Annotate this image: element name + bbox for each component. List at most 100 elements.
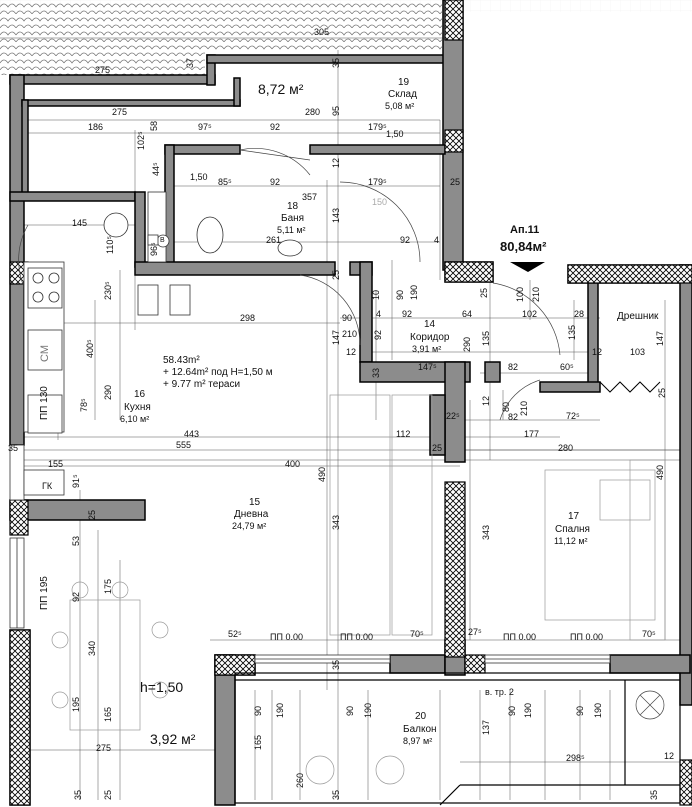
windows: [9, 444, 611, 664]
dimension-label: 343: [481, 524, 491, 540]
room-number: 18: [287, 201, 299, 212]
dimension-label: 400: [285, 459, 301, 469]
gk-label: ГК: [42, 481, 53, 491]
wall-balcony-right: [609, 654, 691, 674]
dimension-label: 95: [331, 105, 341, 116]
wall-kitchen-right: [359, 261, 373, 363]
dimension-label: 92: [400, 235, 411, 245]
dimension-label: 112: [396, 429, 411, 439]
dimension-label: 190: [409, 284, 419, 300]
wall-mid-left: [9, 499, 146, 521]
window: [9, 444, 25, 501]
room-name: Кухня: [124, 402, 151, 413]
dimension-label: 25: [87, 509, 97, 520]
summary-line: 58.43m²: [163, 355, 200, 366]
dimension-label: 210: [342, 329, 358, 339]
furniture: [51, 394, 666, 785]
bed-pillows: [599, 479, 651, 521]
dimension-label: 37: [185, 57, 195, 68]
door-arc: [499, 379, 541, 421]
wardrobe-door: [599, 381, 661, 393]
wall-corridor-right: [484, 361, 501, 383]
dimension-label: 298: [240, 313, 256, 323]
dimension-label: 90: [575, 705, 585, 716]
dimension-label: 340: [87, 640, 97, 656]
plant-icon: [635, 690, 665, 720]
sink-kitchen: [27, 394, 63, 434]
dimension-label: 12: [346, 347, 357, 357]
dimension-label: 90: [253, 705, 263, 716]
apartment-area: 80,84м²: [500, 239, 547, 254]
dimension-label: 298⁵: [566, 753, 585, 763]
room-area: 24,79 м²: [232, 521, 267, 531]
dimension-label: 28: [574, 309, 585, 319]
dimension-label: 35: [649, 789, 659, 800]
dimension-label: 82: [508, 362, 519, 372]
dimension-label: 155: [48, 459, 64, 469]
dimension-label: 195: [71, 696, 81, 712]
dimension-label: 44⁵: [151, 162, 161, 176]
wall-balcony-mid: [389, 654, 446, 674]
column: [444, 481, 466, 658]
window-sill-label: ПП 0.00: [270, 632, 303, 642]
dimension-label: 165: [103, 706, 113, 722]
wall-bath-bottom: [134, 261, 336, 276]
window-sill-label: ПП 0.00: [503, 632, 536, 642]
wall-balcony-left: [214, 654, 236, 806]
column: [9, 629, 31, 806]
area-label: 8,72 м²: [258, 81, 304, 97]
dimension-label: 92: [373, 329, 383, 340]
dimension-label: 490: [655, 464, 665, 480]
dimension-label: 27⁵: [468, 627, 482, 637]
room-number: 14: [424, 319, 436, 330]
wall-corridor-right2: [539, 381, 601, 393]
dimension-label: 1,50: [386, 129, 404, 139]
dimension-label: 91⁵: [71, 474, 81, 488]
wall-bath-top-right: [309, 144, 446, 155]
dimension-label: 100: [515, 286, 525, 302]
dimension-label: 12: [481, 395, 491, 406]
doors: [18, 148, 561, 421]
dimension-label: 165: [253, 734, 263, 750]
room-area: 6,10 м²: [120, 414, 150, 424]
apartment-name: Ап.11: [510, 224, 540, 236]
column: [214, 654, 256, 676]
dimension-label: 137: [481, 719, 491, 735]
dimension-label: 290: [462, 336, 472, 352]
dimension-label: 103: [630, 347, 646, 357]
dining-table: [69, 599, 141, 731]
dimension-label: 177: [524, 429, 540, 439]
washer-label: СМ: [39, 345, 51, 362]
kitchen-fixtures: [23, 261, 191, 496]
dimension-label: 135: [481, 330, 491, 346]
dimension-label: 261: [266, 235, 282, 245]
dimension-label: 72⁵: [566, 411, 580, 421]
dimension-label: 33: [371, 367, 381, 378]
walls: [9, 0, 692, 806]
dimension-label: 25: [450, 177, 461, 187]
dimension-label: 4: [434, 235, 440, 245]
wall-living-stub: [429, 394, 446, 456]
dimension-label: 210: [531, 286, 541, 302]
room-area: 8,97 м²: [403, 736, 433, 746]
balcony-chair: [305, 755, 335, 785]
dimension-label: 12: [331, 157, 341, 168]
dimension-label: 490: [317, 466, 327, 482]
column: [567, 264, 692, 284]
room-name: Дрешник: [617, 311, 659, 322]
column: [444, 261, 494, 283]
dimension-label: 110⁵: [105, 235, 115, 254]
dimension-label: 102⁵: [136, 131, 146, 150]
height-note: h=1,50: [140, 679, 184, 695]
door-arc: [239, 148, 311, 176]
wall-corridor-low: [359, 361, 471, 383]
dimension-label: 70⁵: [410, 629, 424, 639]
wall-bath-inner: [134, 191, 146, 268]
dimension-label: 290: [103, 384, 113, 400]
dimension-label: 280: [305, 107, 321, 117]
room-number: 16: [134, 389, 146, 400]
dimension-label: 25: [103, 789, 113, 800]
washer: [27, 329, 63, 371]
dimension-label: 150: [372, 197, 388, 207]
dimension-label: 52⁵: [228, 629, 242, 639]
